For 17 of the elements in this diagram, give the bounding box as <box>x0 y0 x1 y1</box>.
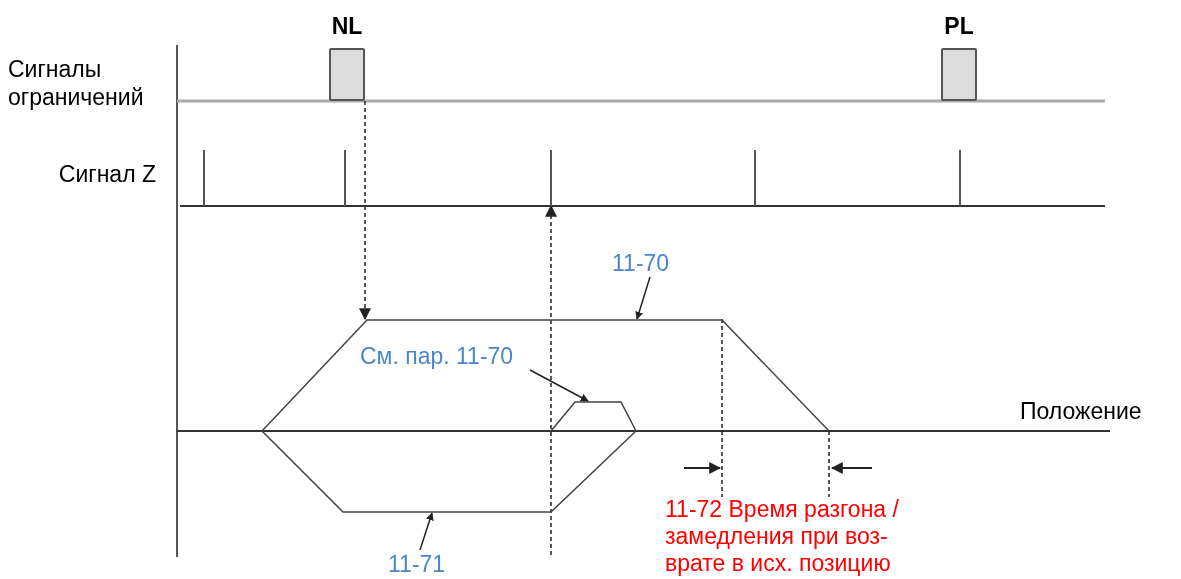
leader-line <box>529 369 589 402</box>
dashed-arrow <box>359 100 371 321</box>
pulse-line <box>550 150 552 206</box>
parameter-label: См. пар. 11-70 <box>360 342 514 370</box>
speed-profile-trapezoid <box>262 431 636 513</box>
leader-line <box>419 512 434 551</box>
parameter-label: 11-70 <box>612 249 670 277</box>
limit-label: NL <box>331 12 363 40</box>
speed-profile-trapezoid <box>262 319 829 431</box>
signal-label: Сигнал Z <box>57 160 156 188</box>
dashed-arrow <box>545 204 557 556</box>
signal-label: Сигналы ограничений <box>8 55 145 111</box>
parameter-label: 11-71 <box>388 550 446 578</box>
leader-line <box>635 276 651 320</box>
signal-label: Положение <box>1020 397 1143 425</box>
limit-label: PL <box>944 12 974 40</box>
note-text: 11-72 Время разгона / замедления при воз- врате в исх. позицию <box>665 496 900 577</box>
